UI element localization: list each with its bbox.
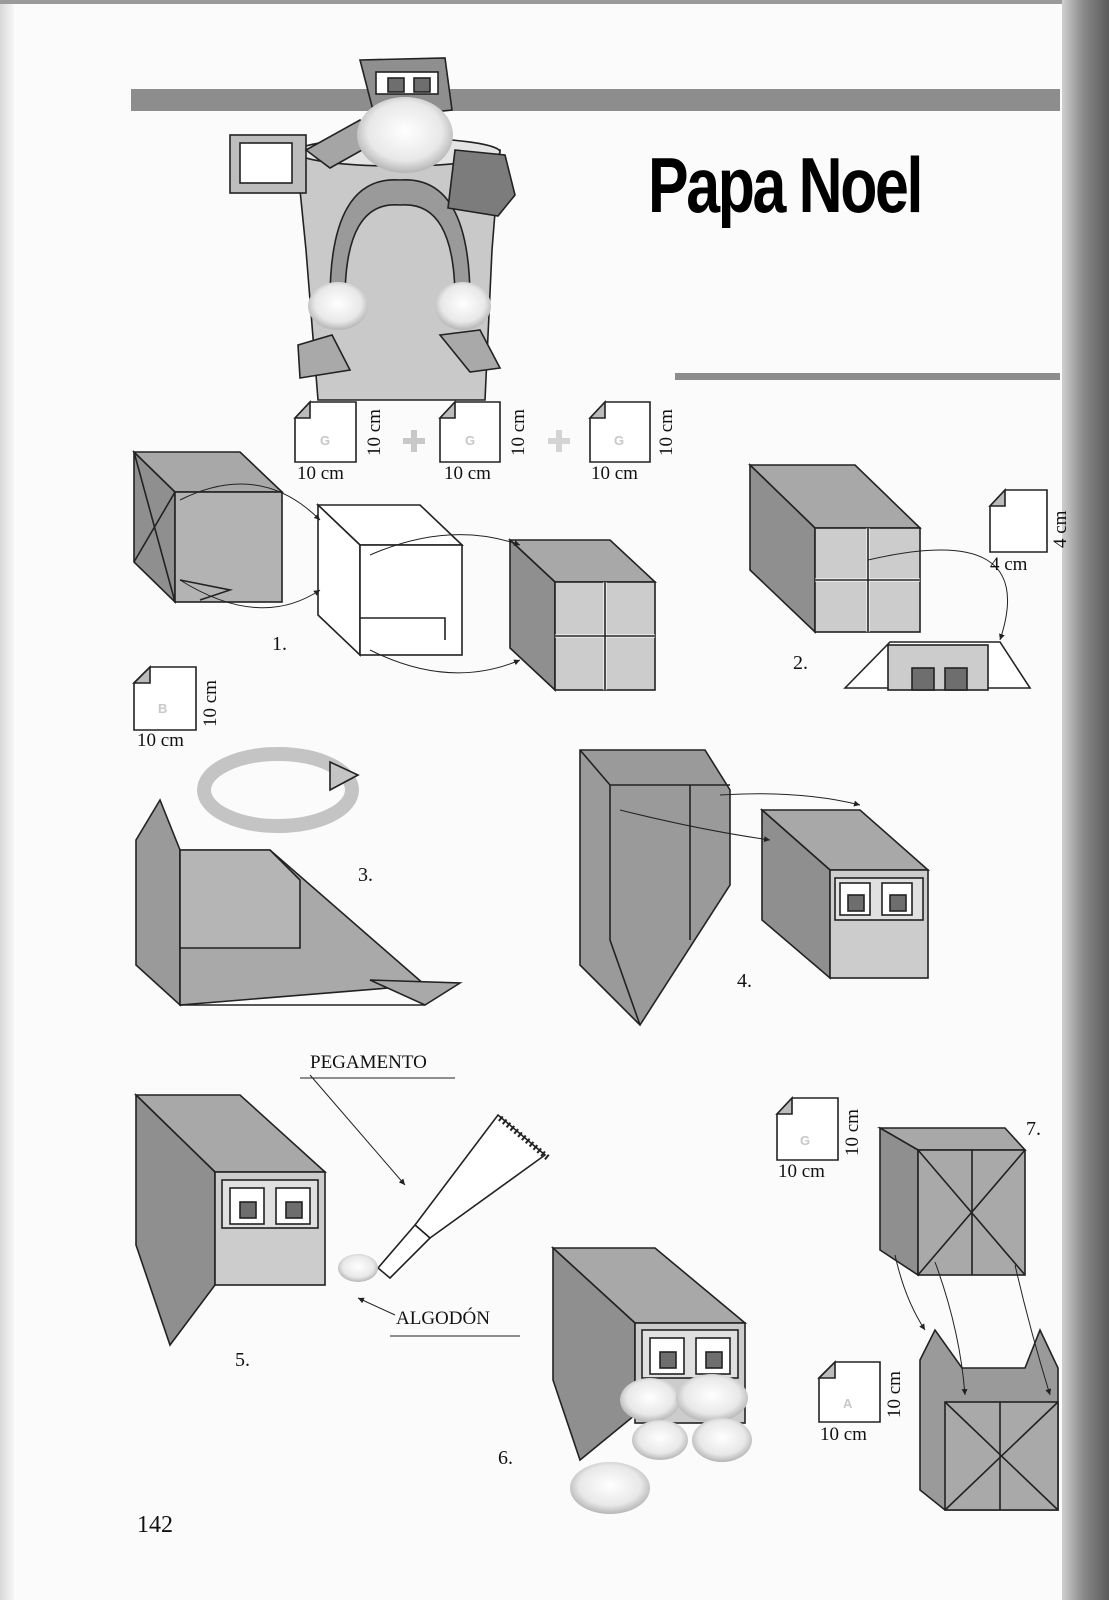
paper-1-width-label: 10 cm: [297, 463, 344, 484]
step-4-number: 4.: [737, 970, 752, 992]
page-number: 142: [137, 1512, 173, 1538]
step-6-illustration: [550, 1246, 752, 1514]
step-2-number: 2.: [793, 652, 808, 674]
paper-small-width-label: 4 cm: [990, 554, 1028, 575]
svg-text:G: G: [614, 433, 624, 448]
step-2-illustration: [748, 463, 1032, 691]
paper-2-height-label: 10 cm: [508, 409, 529, 456]
paper-b-height-label: 10 cm: [200, 680, 221, 727]
paper-square-g-3: G: [588, 399, 651, 463]
paper-square-small: [988, 487, 1048, 553]
paper-a-width-label: 10 cm: [820, 1424, 867, 1445]
paper-small-height-label: 4 cm: [1050, 510, 1071, 548]
paper-b-width-label: 10 cm: [137, 730, 184, 751]
paper-square-a: A: [817, 1360, 881, 1423]
paper-g4-height-label: 10 cm: [842, 1109, 863, 1156]
glue-label: PEGAMENTO: [310, 1052, 427, 1073]
step-3-illustration: [135, 798, 463, 1007]
step-3-number: 3.: [358, 864, 373, 886]
step-7-illustration: [877, 1126, 1059, 1511]
svg-text:B: B: [158, 701, 167, 716]
paper-square-g-2: G: [438, 399, 501, 463]
step-1-illustration: [132, 450, 658, 692]
svg-text:G: G: [465, 433, 475, 448]
step-6-number: 6.: [498, 1447, 513, 1469]
paper-a-height-label: 10 cm: [884, 1371, 905, 1418]
svg-text:G: G: [320, 433, 330, 448]
paper-g4-width-label: 10 cm: [778, 1161, 825, 1182]
rotate-arrow: [197, 747, 360, 833]
santa-model-illustration: [229, 57, 516, 401]
step-5-illustration: [134, 1093, 328, 1347]
glue-tube: [300, 1074, 550, 1337]
paper-square-g-4: G: [775, 1095, 839, 1161]
svg-text:G: G: [800, 1133, 810, 1148]
paper-square-g-1: G: [293, 399, 357, 463]
paper-3-height-label: 10 cm: [656, 409, 677, 456]
page-left-edge: [0, 0, 14, 1600]
step-1-number: 1.: [272, 633, 287, 655]
cotton-label: ALGODÓN: [396, 1308, 490, 1329]
svg-text:A: A: [843, 1396, 853, 1411]
plus-sign-2: [548, 430, 570, 452]
paper-2-width-label: 10 cm: [444, 463, 491, 484]
plus-sign-1: [403, 430, 425, 452]
header-band: [131, 89, 1060, 111]
title-underline-band: [675, 373, 1060, 380]
paper-square-b: B: [132, 665, 197, 731]
step-5-number: 5.: [235, 1349, 250, 1371]
page-right-shadow: [1062, 0, 1109, 1600]
step-7-number: 7.: [1026, 1118, 1041, 1140]
step-4-illustration: [579, 749, 931, 1027]
paper-1-height-label: 10 cm: [364, 409, 385, 456]
page-title: Papa Noel: [648, 141, 923, 229]
paper-3-width-label: 10 cm: [591, 463, 638, 484]
page-top-edge: [0, 0, 1109, 4]
